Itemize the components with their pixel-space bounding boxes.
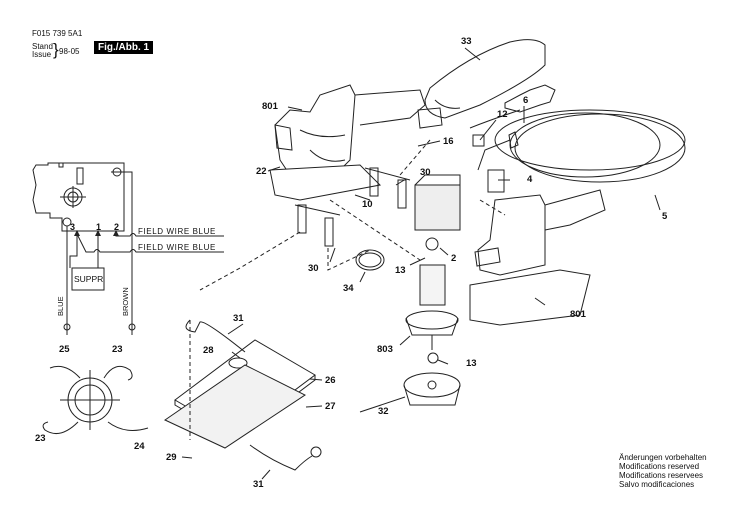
terminal-1: 1 <box>96 222 102 232</box>
callout-13-upper: 13 <box>395 265 406 276</box>
fan-shape <box>403 372 461 406</box>
callout-22: 22 <box>256 166 267 177</box>
callout-27: 27 <box>325 401 336 412</box>
callout-32: 32 <box>378 406 389 417</box>
callout-31-upper: 31 <box>233 313 244 324</box>
field-shape <box>414 174 461 251</box>
callout-25: 25 <box>59 344 70 355</box>
callout-30-upper: 30 <box>420 167 431 178</box>
note-es: Salvo modificaciones <box>619 480 695 489</box>
note-de: Änderungen vorbehalten <box>619 453 707 462</box>
armature-shape <box>405 264 459 364</box>
issue-label: Issue <box>32 50 52 59</box>
bearing-support-shapes <box>294 167 411 247</box>
field-wire-label-2: FIELD WIRE BLUE <box>138 243 216 252</box>
modifications-notes: Änderungen vorbehalten Modifications res… <box>619 453 707 489</box>
issue-value: 98-05 <box>59 47 80 56</box>
callout-2: 2 <box>451 253 457 264</box>
field-wire-label-1: FIELD WIRE BLUE <box>138 227 216 236</box>
callout-4: 4 <box>527 174 533 185</box>
callout-801-upper: 801 <box>262 101 278 112</box>
brace: } <box>53 40 59 59</box>
pad-shape <box>163 319 322 471</box>
part-number: F015 739 5A1 <box>32 29 83 38</box>
housing-upper-shape <box>269 84 426 201</box>
callout-23-lower: 23 <box>35 433 46 444</box>
callout-13-lower: 13 <box>466 358 477 369</box>
callout-12: 12 <box>497 109 508 120</box>
callout-26: 26 <box>325 375 336 386</box>
callout-24: 24 <box>134 441 145 452</box>
callout-30-lower: 30 <box>308 263 319 274</box>
callout-28: 28 <box>203 345 214 356</box>
stand-label: Stand <box>32 42 53 51</box>
wiring-diagram <box>32 162 224 335</box>
suppressor-label: SUPPR <box>74 274 104 284</box>
callout-803: 803 <box>377 344 393 355</box>
callout-6: 6 <box>523 95 529 106</box>
callout-34: 34 <box>343 283 354 294</box>
wire-blue-label: BLUE <box>56 296 65 316</box>
note-fr: Modifications reservees <box>619 471 704 480</box>
wire-brown-label: BROWN <box>121 287 130 316</box>
cord-shape <box>469 84 686 193</box>
cover-shape <box>417 39 546 129</box>
callout-16: 16 <box>443 136 454 147</box>
brush-holder-shape <box>42 365 149 435</box>
leader-lines <box>181 47 661 480</box>
callout-10: 10 <box>362 199 373 210</box>
callout-31-lower: 31 <box>253 479 264 490</box>
ring-shape <box>355 249 385 271</box>
figure-label: Fig./Abb. 1 <box>94 41 154 54</box>
callout-801-lower: 801 <box>570 309 586 320</box>
assembly-lines <box>189 139 506 440</box>
callout-29: 29 <box>166 452 177 463</box>
terminal-3: 3 <box>70 222 76 232</box>
housing-lower-shape <box>469 189 606 326</box>
note-en: Modifications reserved <box>619 462 700 471</box>
callout-33: 33 <box>461 36 472 47</box>
terminal-2: 2 <box>114 222 120 232</box>
callout-5: 5 <box>662 211 668 222</box>
callout-23-upper: 23 <box>112 344 123 355</box>
